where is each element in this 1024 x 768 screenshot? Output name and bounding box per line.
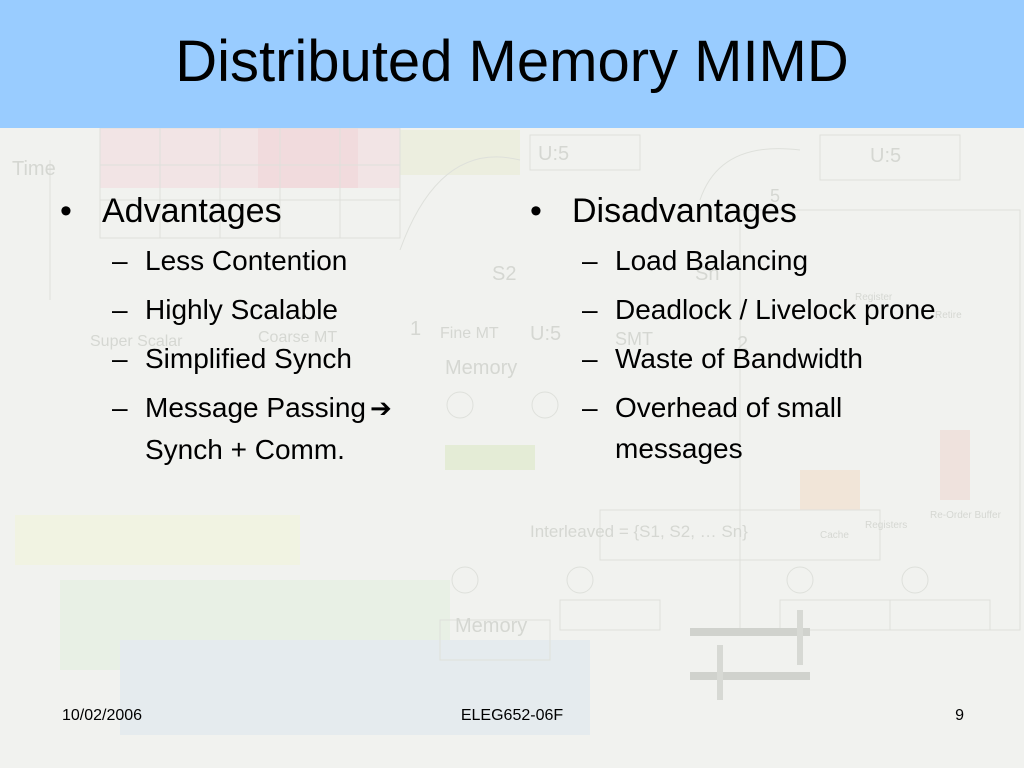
list-item-text: Simplified Synch — [145, 343, 352, 374]
bg-label-registers: Registers — [865, 520, 907, 531]
sub-bullet-mark: – — [112, 392, 128, 423]
synch-comm-text: Synch + Comm. — [145, 434, 345, 465]
list-item-text: Less Contention — [145, 245, 348, 276]
bg-label-reorder-buffer: Re-Order Buffer — [930, 510, 1002, 521]
list-item: – Highly Scalable — [112, 289, 480, 330]
advantages-heading-text: Advantages — [102, 192, 282, 230]
sub-bullet-mark: – — [112, 294, 128, 325]
bg-label-time: Time — [12, 158, 56, 180]
bg-label-num-1: 1 — [410, 318, 421, 340]
sub-bullet-mark: – — [582, 294, 598, 325]
bg-label-smt: SMT — [615, 329, 653, 349]
bg-label-retire: Retire — [935, 310, 962, 321]
message-passing-text: Message Passing — [145, 392, 367, 423]
list-item-text: Load Balancing — [615, 245, 809, 276]
bullet-mark: • — [530, 192, 542, 230]
bg-label-cache: Cache — [820, 530, 849, 541]
disadvantages-list: – Load Balancing – Deadlock / Livelock p… — [530, 240, 960, 469]
list-item-text: Deadlock / Livelock prone — [615, 294, 936, 325]
advantages-heading: • Advantages — [60, 190, 480, 232]
sub-bullet-mark: – — [112, 245, 128, 276]
bg-label-super-scalar: Super Scalar — [90, 333, 183, 350]
sub-bullet-mark: – — [582, 343, 598, 374]
disadvantages-heading-text: Disadvantages — [572, 192, 797, 230]
list-item: – Load Balancing — [582, 240, 960, 281]
bg-label-memory-b: Memory — [455, 615, 527, 637]
bg-label-memory-a: Memory — [445, 357, 517, 379]
bg-label-num-5: 5 — [770, 186, 780, 206]
list-item: – Less Contention — [112, 240, 480, 281]
footer-date: 10/02/2006 — [62, 707, 143, 724]
title-band — [0, 0, 1024, 128]
bg-label-u5-c: U:5 — [530, 323, 561, 345]
bg-label-u5-b: U:5 — [870, 145, 901, 167]
sub-bullet-mark: – — [112, 343, 128, 374]
bullet-mark: • — [60, 192, 72, 230]
bg-label-s2: S2 — [492, 263, 516, 285]
slide-title: Distributed Memory MIMD — [175, 29, 849, 94]
sub-bullet-mark: – — [582, 392, 598, 423]
bg-label-u5-a: U:5 — [538, 143, 569, 165]
disadvantages-column: • Disadvantages – Load Balancing – Deadl… — [530, 190, 960, 477]
list-item-text: Highly Scalable — [145, 294, 338, 325]
bg-label-sn: Sn — [695, 263, 719, 285]
list-item-text: Overhead of small messages — [615, 392, 843, 464]
bg-label-register: Register — [855, 292, 893, 303]
list-item: – Simplified Synch — [112, 338, 480, 379]
right-arrow-icon: ➔ — [370, 393, 392, 423]
footer-page-number: 9 — [955, 707, 964, 724]
advantages-list: – Less Contention – Highly Scalable – Si… — [60, 240, 480, 470]
list-item: – Deadlock / Livelock prone — [582, 289, 960, 330]
list-item-text: Message Passing➔ Synch + Comm. — [145, 387, 480, 470]
disadvantages-heading: • Disadvantages — [530, 190, 960, 232]
bg-label-coarse-mt: Coarse MT — [258, 329, 337, 346]
advantages-column: • Advantages – Less Contention – Highly … — [60, 190, 480, 478]
list-item: – Overhead of small messages — [582, 387, 960, 469]
list-item: – Waste of Bandwidth — [582, 338, 960, 379]
bg-label-fine-mt: Fine MT — [440, 325, 499, 342]
bg-label-num-2: 2 — [737, 333, 748, 355]
list-item-text: Waste of Bandwidth — [615, 343, 863, 374]
bg-label-interleaved: Interleaved = {S1, S2, … Sn} — [530, 522, 748, 541]
list-item: – Message Passing➔ Synch + Comm. — [112, 387, 480, 470]
sub-bullet-mark: – — [582, 245, 598, 276]
footer-course: ELEG652-06F — [460, 707, 564, 724]
